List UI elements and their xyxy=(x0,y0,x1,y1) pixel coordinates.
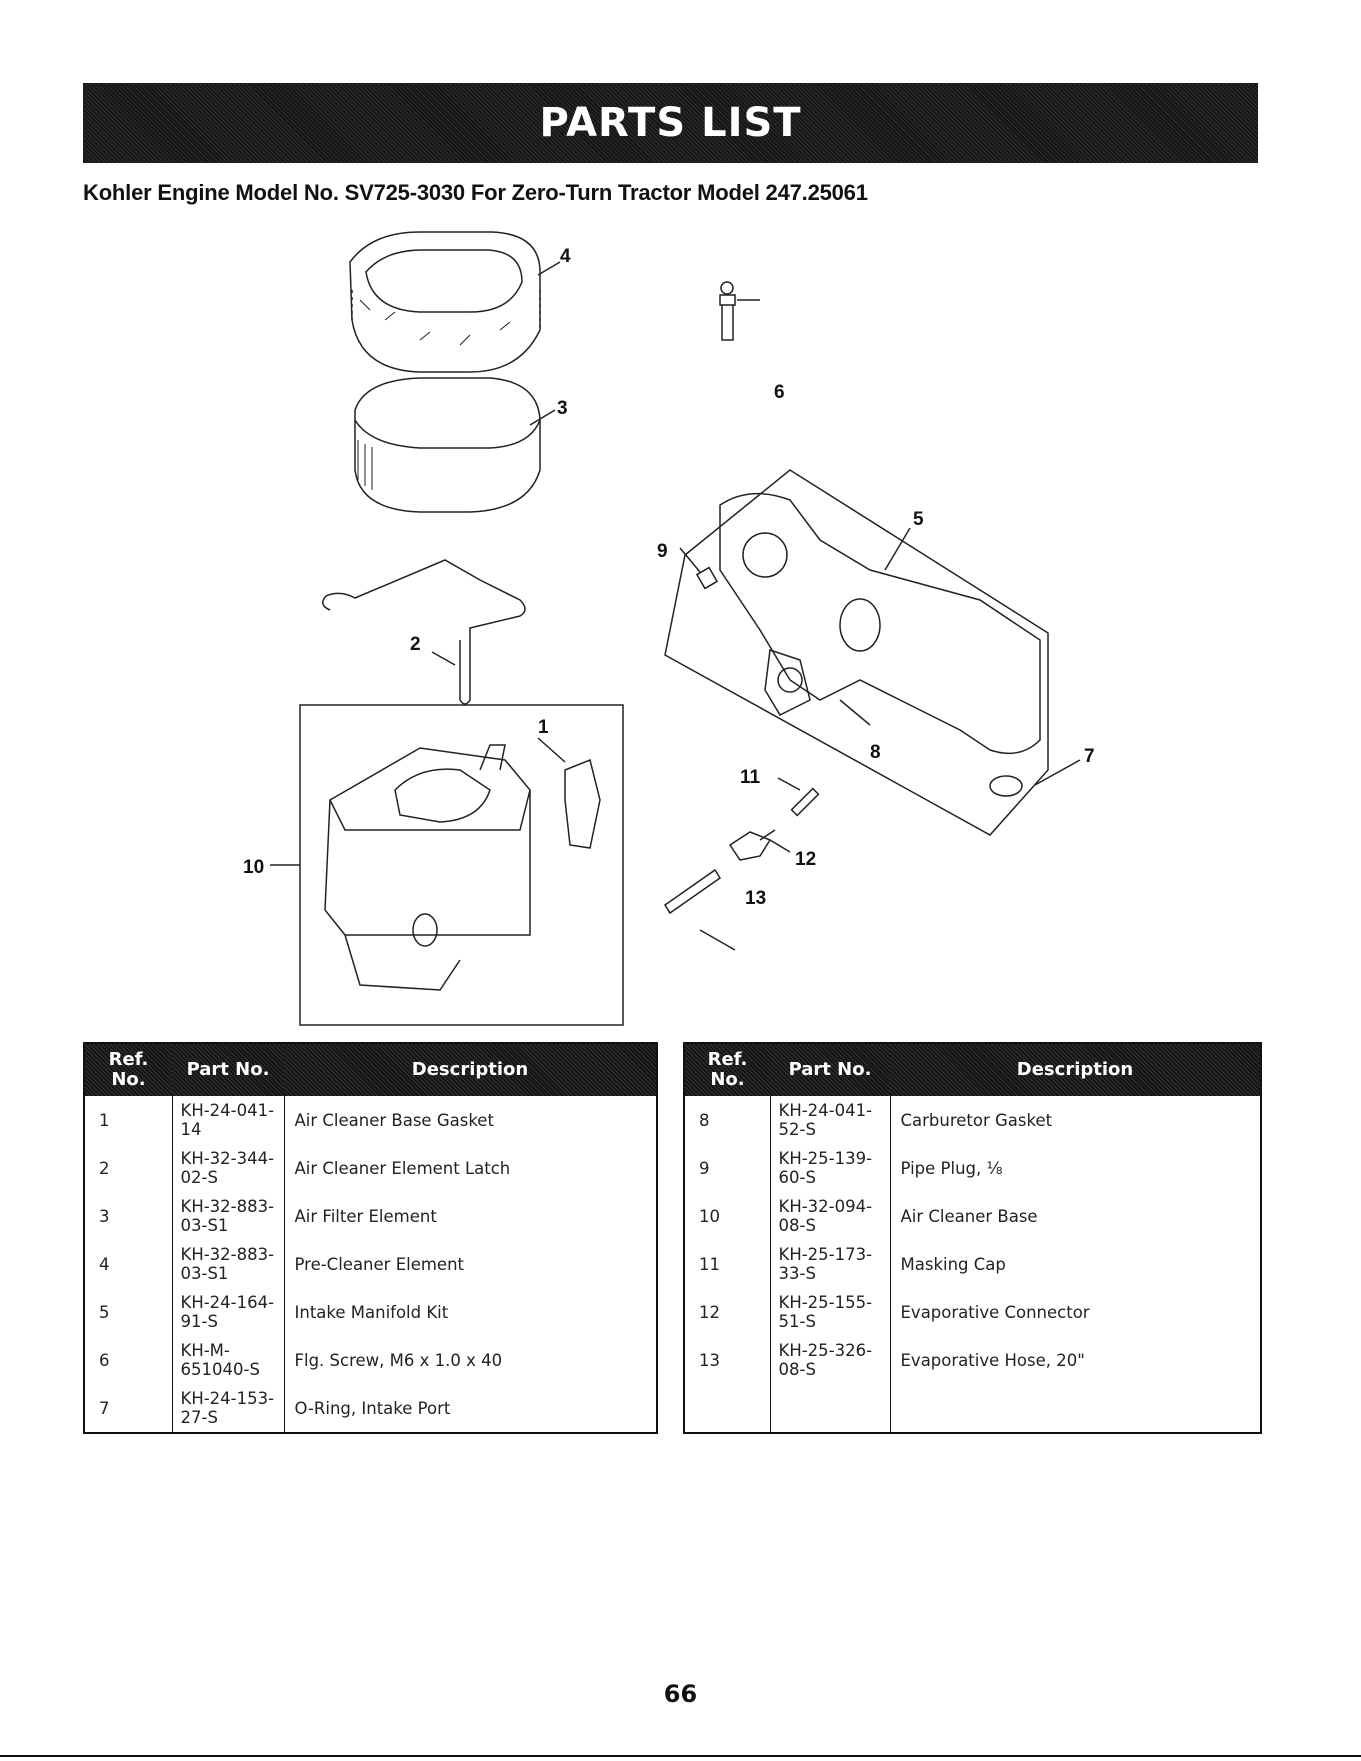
description-header: Description xyxy=(284,1044,656,1096)
callout-1: 1 xyxy=(538,717,549,738)
parts-list-banner: PARTS LIST xyxy=(83,83,1258,163)
part-no-header: Part No. xyxy=(770,1044,890,1096)
callout-9: 9 xyxy=(657,541,668,562)
evaporative-connector-drawing xyxy=(728,829,776,861)
description: Air Cleaner Element Latch xyxy=(283,1144,656,1192)
description: Carburetor Gasket xyxy=(889,1096,1260,1144)
part-no: KH-24-164-91-S xyxy=(171,1288,284,1336)
callout-8: 8 xyxy=(870,742,881,763)
description: Air Cleaner Base Gasket xyxy=(283,1096,656,1144)
banner-title: PARTS LIST xyxy=(539,100,802,146)
part-no: KH-24-041-14 xyxy=(171,1096,284,1144)
ref-no-header: Ref.No. xyxy=(685,1044,770,1096)
callout-7: 7 xyxy=(1084,746,1095,767)
bottom-rule xyxy=(0,1755,1361,1757)
ref-no: 5 xyxy=(99,1302,110,1322)
part-no: KH-M-651040-S xyxy=(171,1336,284,1384)
callout-6: 6 xyxy=(774,382,785,403)
manifold-frame xyxy=(664,469,1049,836)
description: Air Filter Element xyxy=(283,1192,656,1240)
description: Pipe Plug, ⅛ xyxy=(889,1144,1260,1192)
masking-cap-drawing xyxy=(790,787,820,817)
parts-table-left: Ref.No. Part No. Description 1 KH-24-041… xyxy=(83,1042,658,1434)
ref-no: 10 xyxy=(699,1206,720,1226)
part-no: KH-25-326-08-S xyxy=(769,1336,890,1384)
table-row: 4 KH-32-883-03-S1 Pre-Cleaner Element xyxy=(85,1240,656,1288)
part-no: KH-24-153-27-S xyxy=(171,1384,284,1432)
page-number: 66 xyxy=(663,1680,698,1708)
ref-no: 12 xyxy=(699,1302,720,1322)
ref-no: 7 xyxy=(99,1398,110,1418)
description-header: Description xyxy=(890,1044,1260,1096)
table-row: 5 KH-24-164-91-S Intake Manifold Kit xyxy=(85,1288,656,1336)
callout-13: 13 xyxy=(745,888,766,909)
part-no: KH-25-173-33-S xyxy=(769,1240,890,1288)
ref-no: 2 xyxy=(99,1158,110,1178)
table-row: 9 KH-25-139-60-S Pipe Plug, ⅛ xyxy=(685,1144,1260,1192)
description: Pre-Cleaner Element xyxy=(283,1240,656,1288)
part-no: KH-32-094-08-S xyxy=(769,1192,890,1240)
table-header-row: Ref.No. Part No. Description xyxy=(685,1044,1260,1096)
element-latch-drawing xyxy=(322,559,526,705)
intake-manifold-drawing xyxy=(719,492,1041,755)
parts-table-right: Ref.No. Part No. Description 8 KH-24-041… xyxy=(683,1042,1262,1434)
air-cleaner-base-frame xyxy=(299,704,624,1026)
table-row: 10 KH-32-094-08-S Air Cleaner Base xyxy=(685,1192,1260,1240)
table-row: 12 KH-25-155-51-S Evaporative Connector xyxy=(685,1288,1260,1336)
parts-table-right-grid: Ref.No. Part No. Description 8 KH-24-041… xyxy=(685,1044,1260,1432)
ref-no: 8 xyxy=(699,1110,710,1130)
table-row: 2 KH-32-344-02-S Air Cleaner Element Lat… xyxy=(85,1144,656,1192)
flange-screw-drawing xyxy=(719,294,736,341)
description: Air Cleaner Base xyxy=(889,1192,1260,1240)
description: Evaporative Hose, 20" xyxy=(889,1336,1260,1384)
callout-11: 11 xyxy=(740,767,761,788)
part-no: KH-25-139-60-S xyxy=(769,1144,890,1192)
table-row: 3 KH-32-883-03-S1 Air Filter Element xyxy=(85,1192,656,1240)
callout-10: 10 xyxy=(243,857,264,878)
pre-cleaner-element-drawing xyxy=(349,231,541,373)
table-row: 7 KH-24-153-27-S O-Ring, Intake Port xyxy=(85,1384,656,1432)
description: Masking Cap xyxy=(889,1240,1260,1288)
table-row: 11 KH-25-173-33-S Masking Cap xyxy=(685,1240,1260,1288)
description: Flg. Screw, M6 x 1.0 x 40 xyxy=(283,1336,656,1384)
callout-2: 2 xyxy=(410,634,421,655)
table-row: 13 KH-25-326-08-S Evaporative Hose, 20" xyxy=(685,1336,1260,1384)
o-ring-drawing xyxy=(989,775,1023,797)
callout-5: 5 xyxy=(913,509,924,530)
part-no: KH-25-155-51-S xyxy=(769,1288,890,1336)
part-no: KH-32-883-03-S1 xyxy=(171,1192,284,1240)
ref-no: 4 xyxy=(99,1254,110,1274)
ref-no: 9 xyxy=(699,1158,710,1178)
air-filter-element-drawing xyxy=(354,377,541,513)
exploded-parts-diagram: 1 2 3 4 5 6 7 8 9 10 11 12 13 xyxy=(243,231,1095,1026)
ref-no-header: Ref.No. xyxy=(85,1044,172,1096)
description: Evaporative Connector xyxy=(889,1288,1260,1336)
ref-no: 11 xyxy=(699,1254,720,1274)
callout-12: 12 xyxy=(795,849,816,870)
parts-table-left-grid: Ref.No. Part No. Description 1 KH-24-041… xyxy=(85,1044,656,1432)
table-row: 8 KH-24-041-52-S Carburetor Gasket xyxy=(685,1096,1260,1144)
engine-model-subtitle: Kohler Engine Model No. SV725-3030 For Z… xyxy=(83,180,868,205)
part-no: KH-32-883-03-S1 xyxy=(171,1240,284,1288)
ref-no: 3 xyxy=(99,1206,110,1226)
ref-no: 6 xyxy=(99,1350,110,1370)
description: Intake Manifold Kit xyxy=(283,1288,656,1336)
description: O-Ring, Intake Port xyxy=(283,1384,656,1432)
air-cleaner-base-drawing xyxy=(324,744,531,991)
base-gasket-drawing xyxy=(564,758,601,849)
table-header-row: Ref.No. Part No. Description xyxy=(85,1044,656,1096)
evaporative-hose-drawing xyxy=(663,868,722,915)
part-no-header: Part No. xyxy=(172,1044,284,1096)
table-row-empty xyxy=(685,1384,1260,1432)
callout-4: 4 xyxy=(560,246,571,267)
pipe-plug-drawing xyxy=(695,566,719,590)
ref-no: 1 xyxy=(99,1110,110,1130)
part-no: KH-32-344-02-S xyxy=(171,1144,284,1192)
ref-no: 13 xyxy=(699,1350,720,1370)
part-no: KH-24-041-52-S xyxy=(769,1096,890,1144)
table-row: 1 KH-24-041-14 Air Cleaner Base Gasket xyxy=(85,1096,656,1144)
callout-3: 3 xyxy=(557,398,568,419)
table-row: 6 KH-M-651040-S Flg. Screw, M6 x 1.0 x 4… xyxy=(85,1336,656,1384)
